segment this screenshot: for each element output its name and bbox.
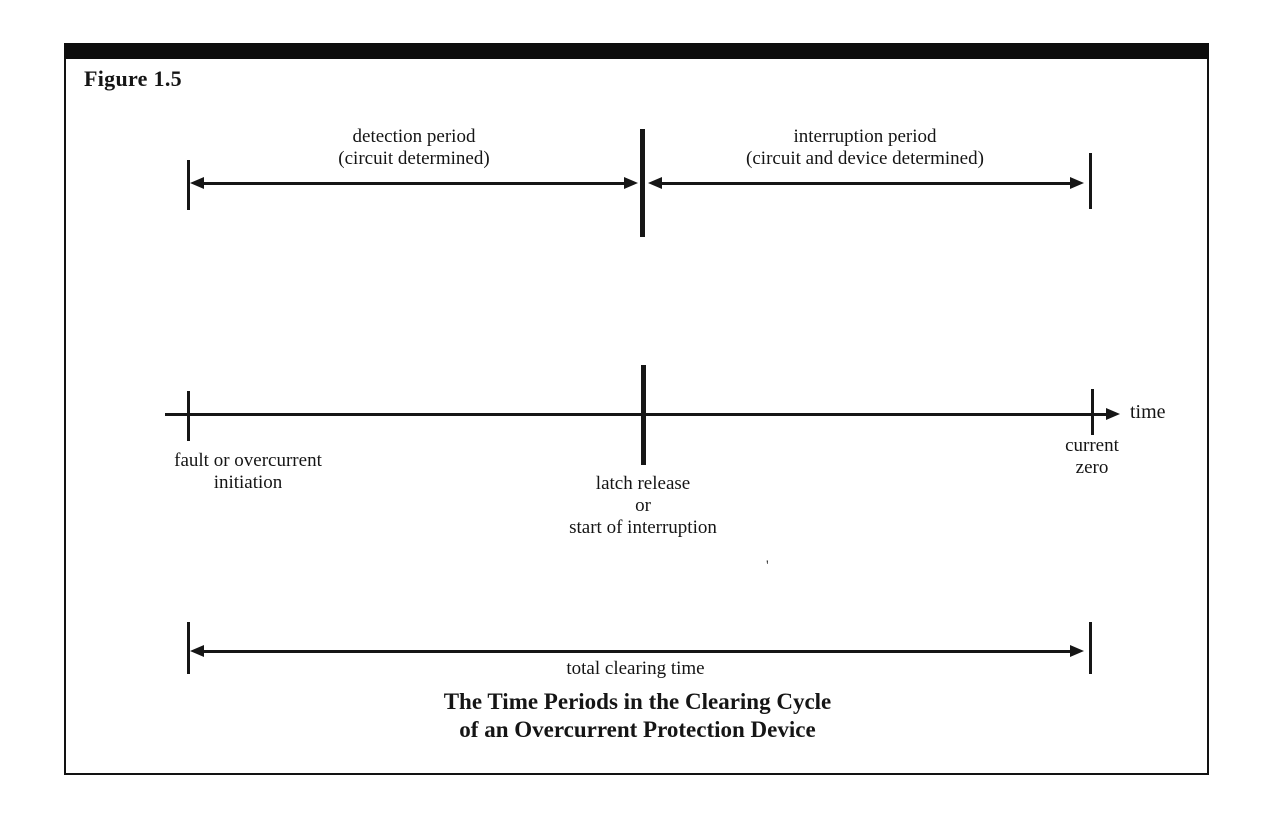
time-axis-arrowhead <box>1106 408 1120 420</box>
period-divider-tick <box>640 129 645 237</box>
detection-period-arrow-line <box>198 182 632 185</box>
time-axis-line <box>165 413 1110 416</box>
total-start-tick <box>187 622 190 674</box>
fault-initiation-label-line2: initiation <box>213 472 283 493</box>
fault-initiation-label: fault or overcurrent initiation <box>148 450 348 494</box>
detection-period-label-line1: detection period <box>352 126 476 147</box>
current-zero-label-line2: zero <box>1075 457 1109 478</box>
figure-caption-line1: The Time Periods in the Clearing Cycle <box>443 689 832 714</box>
interruption-period-arrowhead-right <box>1070 177 1084 189</box>
total-clearing-arrowhead-left <box>190 645 204 657</box>
latch-release-label-line2: or <box>635 495 651 516</box>
figure-top-bar <box>64 43 1209 59</box>
interruption-period-label-line1: interruption period <box>793 126 937 147</box>
fault-initiation-tick <box>187 391 190 441</box>
interruption-period-label-line2: (circuit and device determined) <box>746 148 984 169</box>
total-clearing-label: total clearing time <box>566 658 705 679</box>
current-zero-label-line1: current <box>1065 435 1119 456</box>
time-axis-label: time <box>1130 401 1166 423</box>
figure-caption: The Time Periods in the Clearing Cycle o… <box>295 688 980 744</box>
fault-initiation-label-line1: fault or overcurrent <box>174 450 322 471</box>
interruption-end-tick <box>1089 153 1092 209</box>
figure-frame <box>64 43 1209 775</box>
detection-period-label-line2: (circuit determined) <box>338 148 490 169</box>
interruption-period-arrowhead-left <box>648 177 662 189</box>
interruption-period-arrow-line <box>655 182 1079 185</box>
total-clearing-arrow-line <box>198 650 1078 653</box>
figure-caption-line2: of an Overcurrent Protection Device <box>459 717 816 742</box>
detection-period-arrowhead-left <box>190 177 204 189</box>
latch-release-label-line1: latch release <box>595 473 691 494</box>
detection-start-tick <box>187 160 190 210</box>
detection-period-arrowhead-right <box>624 177 638 189</box>
interruption-period-label: interruption period (circuit and device … <box>645 126 1085 170</box>
latch-release-tick <box>641 365 646 465</box>
total-clearing-arrowhead-right <box>1070 645 1084 657</box>
latch-release-label-line3: start of interruption <box>569 517 717 538</box>
current-zero-tick <box>1091 389 1094 435</box>
scan-artifact-mark: ' <box>766 558 769 574</box>
figure-label: Figure 1.5 <box>84 66 182 91</box>
total-end-tick <box>1089 622 1092 674</box>
detection-period-label: detection period (circuit determined) <box>214 126 614 170</box>
current-zero-label: current zero <box>1042 435 1142 479</box>
latch-release-label: latch release or start of interruption <box>528 473 758 539</box>
